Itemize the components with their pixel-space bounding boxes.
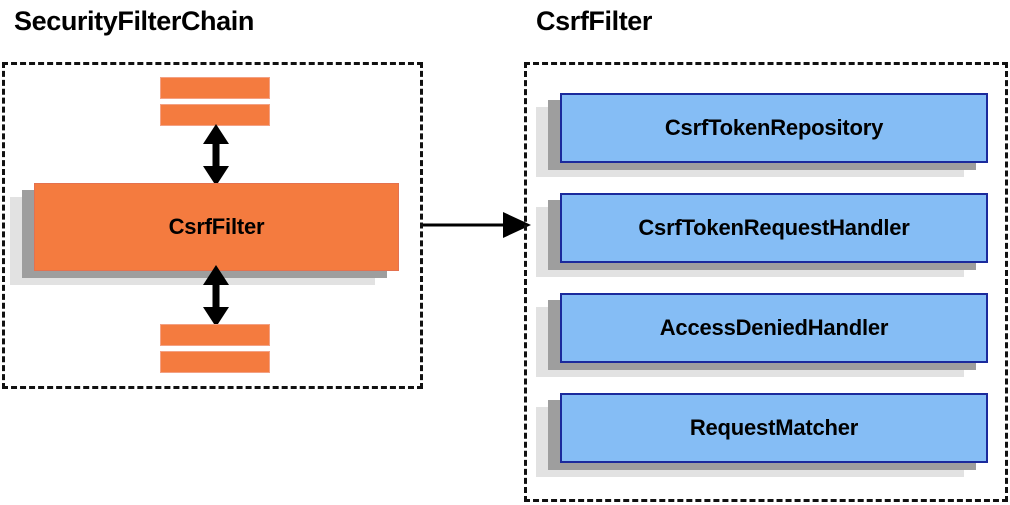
panel-title-security-filter-chain: SecurityFilterChain [14,6,254,36]
filter-bar-above-1 [160,77,270,99]
panel-csrf-filter [524,62,1008,502]
panel-security-filter-chain [2,62,423,389]
node-csrf-token-repository[interactable]: CsrfTokenRepository [536,93,988,177]
arrow-up-down-below-icon [203,265,229,327]
arrow-up-down-above-icon [203,124,229,186]
node-access-denied-handler[interactable]: AccessDeniedHandler [536,293,988,377]
node-csrf-token-request-handler[interactable]: CsrfTokenRequestHandler [536,193,988,277]
node-request-matcher[interactable]: RequestMatcher [536,393,988,477]
panel-title-csrf-filter: CsrfFilter [536,6,653,36]
node-access-denied-handler-label: AccessDeniedHandler [560,293,988,363]
node-csrf-token-request-handler-label: CsrfTokenRequestHandler [560,193,988,263]
node-request-matcher-label: RequestMatcher [560,393,988,463]
filter-bar-below-2 [160,351,270,373]
node-csrf-filter-chain[interactable]: CsrfFilter [10,183,399,285]
filter-bar-below-1 [160,324,270,346]
arrow-chain-to-filter-icon [423,212,531,238]
node-csrf-token-repository-label: CsrfTokenRepository [560,93,988,163]
node-csrf-filter-chain-label: CsrfFilter [34,183,399,271]
filter-bar-above-2 [160,104,270,126]
